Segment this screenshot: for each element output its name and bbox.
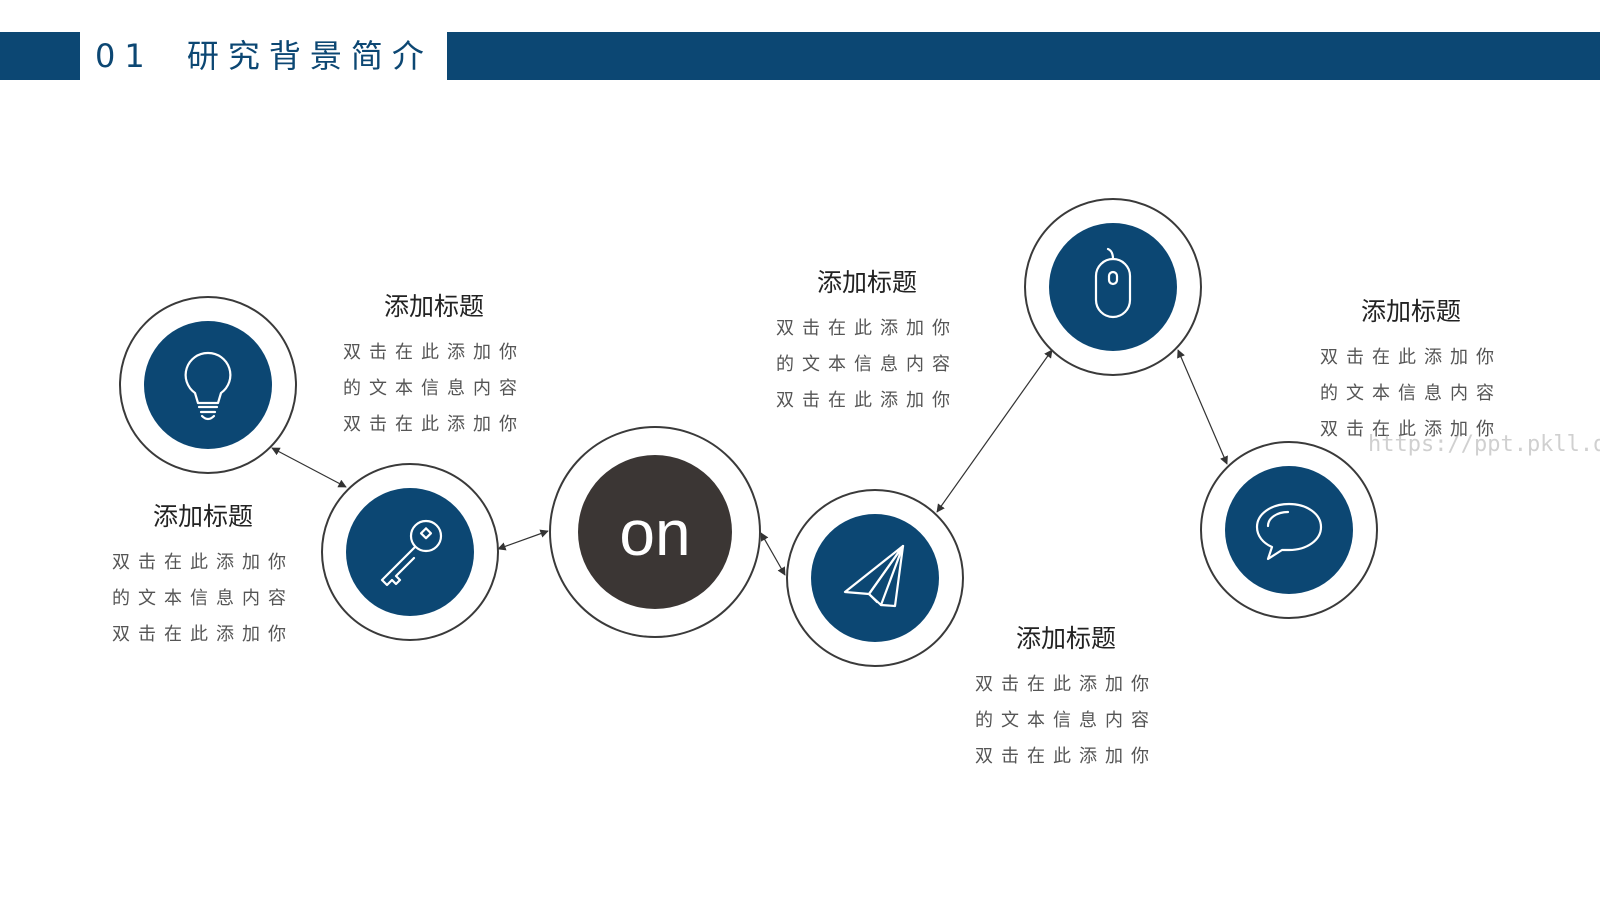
node-paper-plane (785, 488, 965, 668)
block-line: 双击在此添加你 (112, 552, 294, 573)
text-block-1[interactable]: 添加标题 双击在此添加你 的文本信息内容 双击在此添加你 (95, 497, 311, 653)
block-line: 的文本信息内容 (343, 378, 525, 399)
text-block-2[interactable]: 添加标题 双击在此添加你 的文本信息内容 双击在此添加你 (326, 287, 542, 443)
center-label: on (619, 497, 690, 569)
block-line: 的文本信息内容 (1320, 383, 1502, 404)
node-key (320, 462, 500, 642)
block-line: 双击在此添加你 (776, 390, 958, 411)
header-bar-left (0, 32, 80, 80)
block-line: 双击在此添加你 (776, 318, 958, 339)
connector-1 (271, 447, 347, 488)
node-lightbulb (118, 295, 298, 475)
mouse-icon (1094, 247, 1132, 319)
center-node: on (548, 425, 762, 639)
block-title: 添加标题 (383, 292, 484, 321)
block-line: 双击在此添加你 (343, 414, 525, 435)
key-icon (380, 519, 443, 587)
lightbulb-icon (184, 351, 232, 421)
node-speech-bubble (1199, 440, 1379, 620)
connector-3 (760, 532, 786, 576)
block-line: 的文本信息内容 (112, 588, 294, 609)
block-line: 双击在此添加你 (343, 342, 525, 363)
block-title: 添加标题 (816, 268, 917, 297)
connector-4 (936, 349, 1053, 513)
connector-5 (1177, 349, 1228, 465)
paper-plane-icon (843, 544, 905, 608)
header-bar-right (447, 32, 1600, 80)
block-line: 双击在此添加你 (975, 674, 1157, 695)
block-title: 添加标题 (1015, 624, 1116, 653)
node-mouse (1023, 197, 1203, 377)
block-line: 双击在此添加你 (1320, 347, 1502, 368)
speech-bubble-icon (1255, 502, 1323, 561)
text-block-3[interactable]: 添加标题 双击在此添加你 的文本信息内容 双击在此添加你 (759, 263, 975, 419)
watermark: https://ppt.pkll.de (1368, 432, 1600, 457)
block-line: 的文本信息内容 (776, 354, 958, 375)
text-block-4[interactable]: 添加标题 双击在此添加你 的文本信息内容 双击在此添加你 (958, 619, 1174, 775)
connector-2 (497, 529, 549, 551)
section-number: 01 (95, 37, 154, 75)
block-line: 的文本信息内容 (975, 710, 1157, 731)
block-title: 添加标题 (152, 502, 253, 531)
section-title: 01 研究背景简介 (95, 32, 433, 80)
block-title: 添加标题 (1360, 297, 1461, 326)
block-line: 双击在此添加你 (975, 746, 1157, 767)
block-line: 双击在此添加你 (1320, 419, 1502, 440)
block-line: 双击在此添加你 (112, 624, 294, 645)
text-block-5[interactable]: 添加标题 双击在此添加你 的文本信息内容 双击在此添加你 (1303, 292, 1519, 448)
section-heading: 研究背景简介 (186, 37, 433, 75)
